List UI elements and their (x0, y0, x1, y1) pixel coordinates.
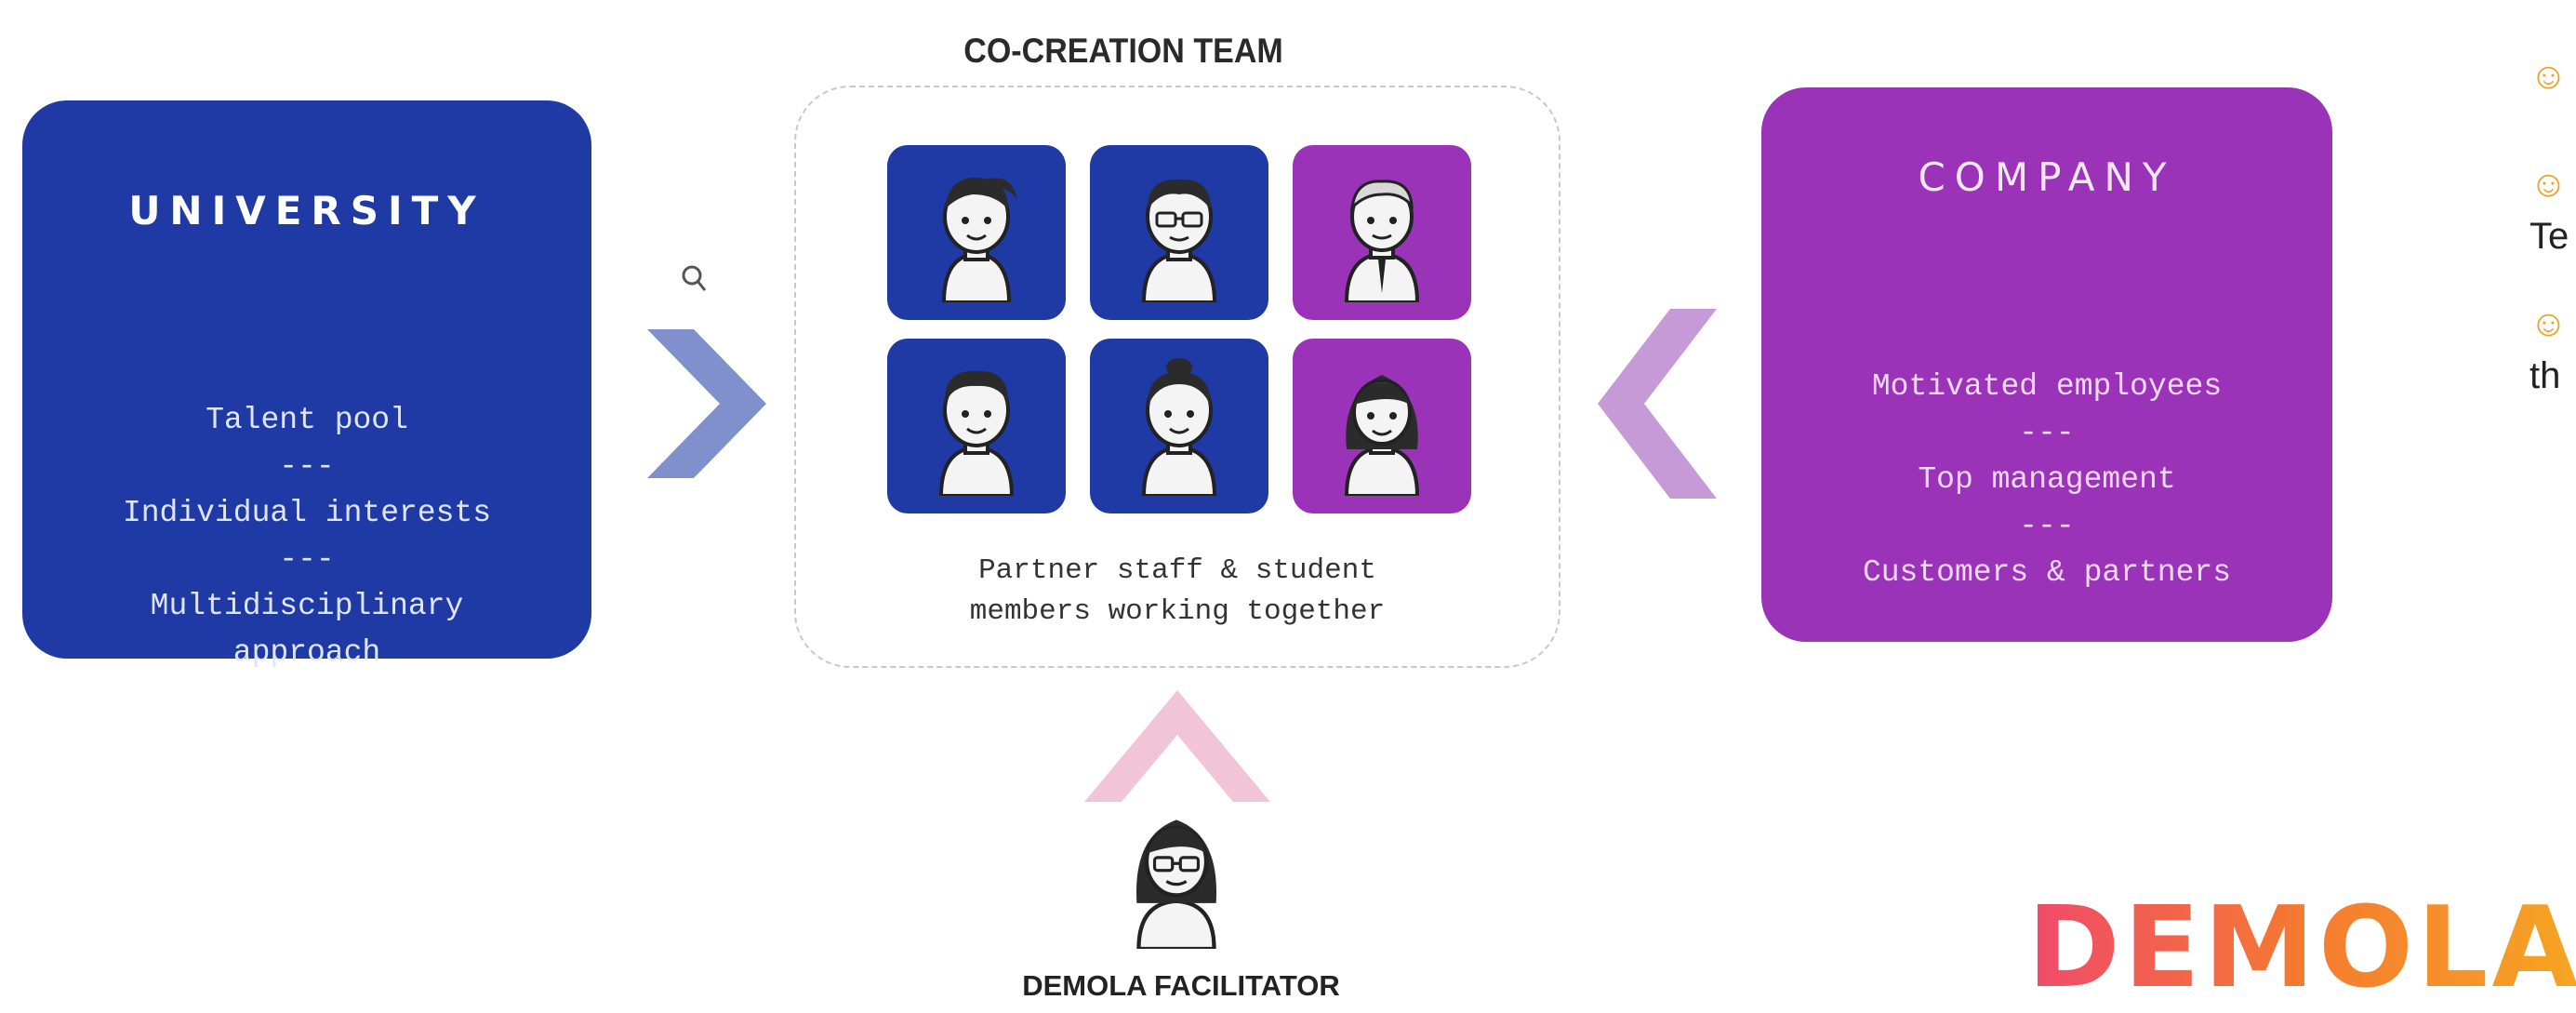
male-student-glasses-icon (1141, 179, 1217, 302)
note-text: th (2530, 355, 2561, 396)
team-caption-line: Partner staff & student (978, 554, 1376, 587)
facilitator-label: DEMOLA FACILITATOR (1022, 969, 1340, 1002)
team-member (887, 145, 1066, 320)
team-member (1293, 145, 1471, 320)
logo-text: DEMOLA (2027, 884, 2576, 1013)
chevron-up-arrow (1084, 690, 1270, 802)
demola-logo: DEMOLA (2027, 893, 2576, 1005)
note-text: Te (2530, 216, 2569, 257)
university-separator: --- (279, 542, 335, 577)
female-student-icon (941, 177, 1017, 302)
chevron-right-arrow (647, 329, 766, 478)
team-member (1293, 339, 1471, 513)
company-attributes: Motivated employees --- Top management -… (1761, 364, 2332, 596)
university-separator: --- (279, 449, 335, 484)
company-box: COMPANY Motivated employees --- Top mana… (1761, 87, 2332, 642)
university-line: Individual interests (122, 496, 492, 530)
note-smiley-icon: ☺ (2530, 164, 2568, 205)
company-separator: --- (2019, 416, 2075, 450)
university-line: approach (232, 635, 381, 670)
male-professional-icon (1344, 180, 1420, 302)
team-caption: Partner staff & student members working … (794, 551, 1560, 633)
team-title: CO-CREATION TEAM (963, 32, 1283, 70)
team-box (794, 86, 1560, 668)
female-student-ponytail-icon (1141, 358, 1217, 496)
university-box: UNIVERSITY Talent pool --- Individual in… (22, 100, 591, 670)
university-title: UNIVERSITY (128, 188, 485, 233)
note-smiley-icon: ☺ (2530, 303, 2568, 344)
company-separator: --- (2019, 509, 2075, 543)
male-student-icon (938, 370, 1015, 496)
university-line: Multidisciplinary (150, 589, 464, 623)
female-professional-icon (1344, 375, 1420, 496)
team-member (1090, 339, 1268, 513)
team-caption-line: members working together (969, 595, 1386, 628)
company-line: Customers & partners (1862, 555, 2232, 590)
note-smiley-icon: ☺ (2530, 56, 2568, 97)
university-line: Talent pool (206, 403, 408, 437)
university-attributes: Talent pool --- Individual interests ---… (22, 397, 591, 676)
cursor-icon (682, 265, 707, 291)
company-title: COMPANY (1918, 154, 2176, 200)
team-member (887, 339, 1066, 513)
company-line: Motivated employees (1871, 369, 2223, 404)
company-line: Top management (1918, 462, 2176, 497)
team-member (1090, 145, 1268, 320)
chevron-left-arrow (1598, 309, 1717, 499)
facilitator-avatar-icon (1135, 820, 1217, 949)
